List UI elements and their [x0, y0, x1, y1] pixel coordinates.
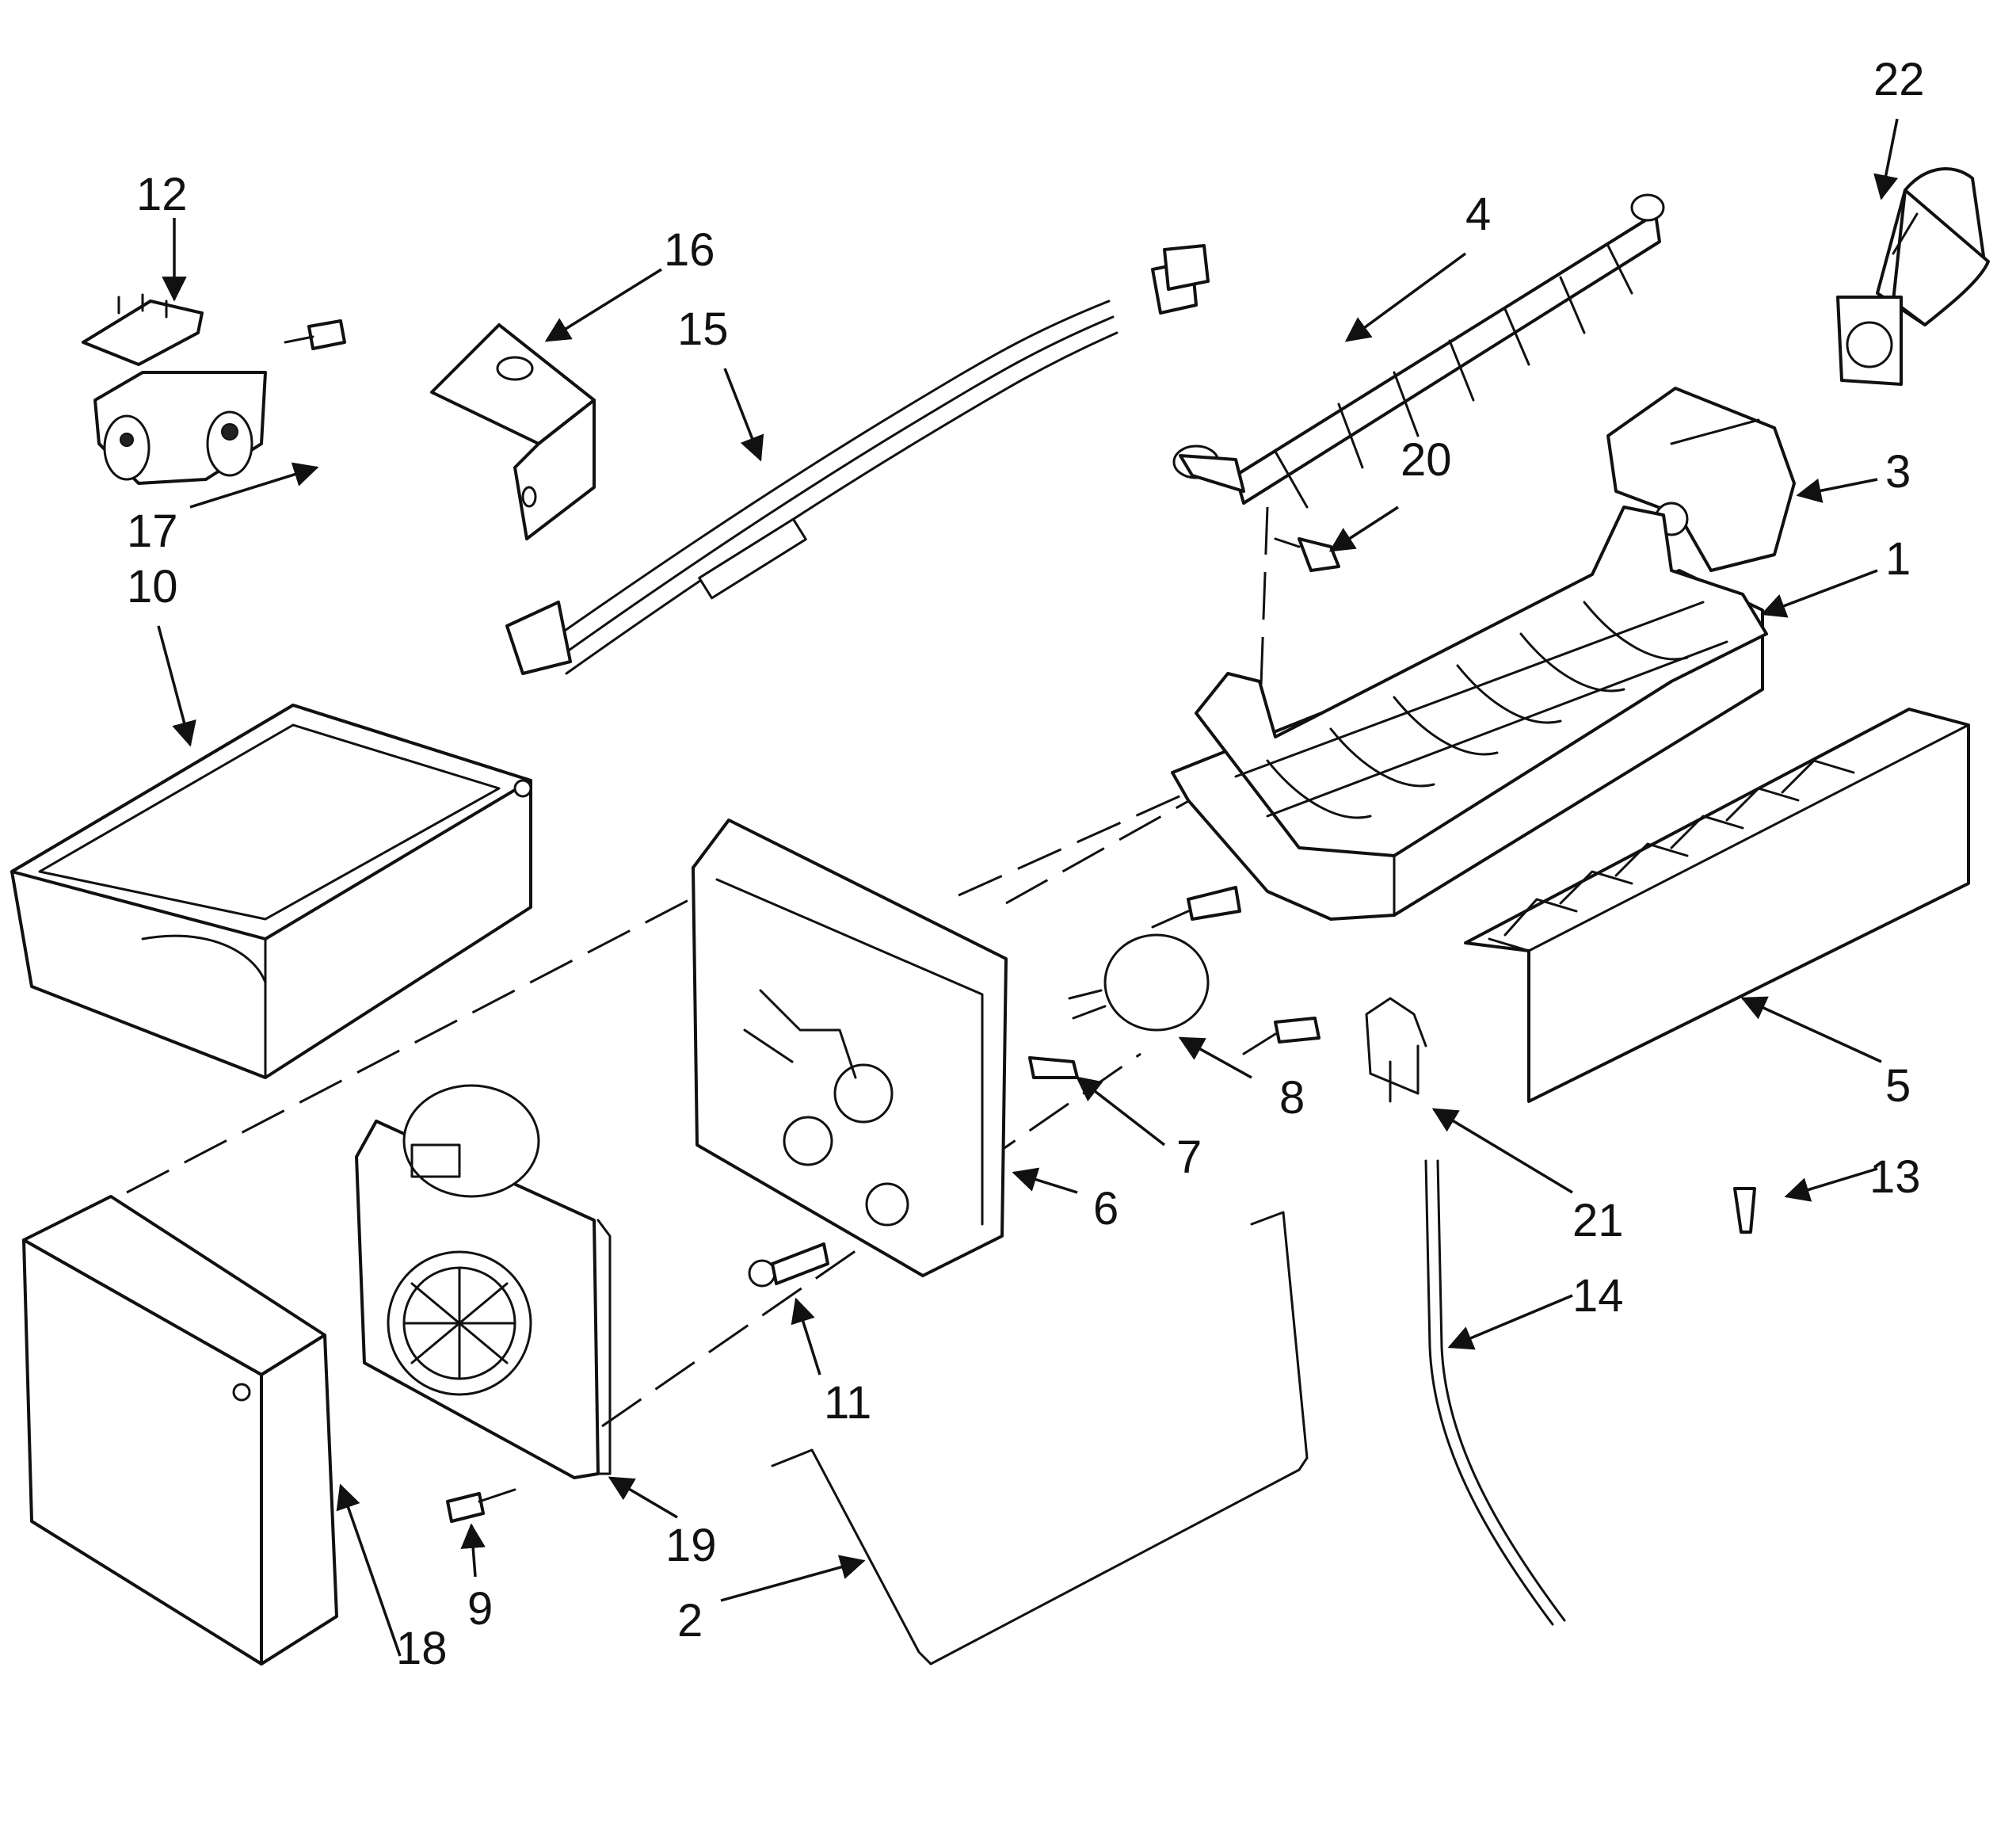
ejector-part-4 — [1172, 193, 1665, 509]
callout-6: 6 — [1093, 1183, 1119, 1234]
screw-part-11 — [748, 1242, 829, 1288]
thermostat-pins — [1151, 886, 1320, 1055]
callout-10: 10 — [127, 561, 178, 612]
callout-22: 22 — [1873, 54, 1925, 105]
front-cover-part-18 — [22, 1195, 338, 1666]
callout-21: 21 — [1572, 1195, 1624, 1246]
cover-part-3 — [1606, 387, 1796, 572]
callout-labels: 12 17 10 16 15 4 22 20 3 1 5 6 7 8 21 13… — [127, 54, 1925, 1674]
module-housing-part-6 — [692, 818, 1008, 1277]
callout-16: 16 — [664, 224, 715, 276]
clip-part-21 — [1365, 997, 1427, 1103]
callout-9: 9 — [467, 1583, 493, 1635]
mold-part-1 — [1171, 506, 1768, 921]
fuse-part-7 — [1028, 1056, 1079, 1079]
callout-13: 13 — [1869, 1151, 1921, 1203]
screw-part-17 — [284, 319, 346, 350]
valve-assembly-part-12 — [82, 293, 267, 485]
wire-harness-part-15 — [505, 244, 1210, 675]
callout-14: 14 — [1572, 1270, 1624, 1322]
callout-8: 8 — [1279, 1072, 1305, 1124]
ice-bin-part-10 — [10, 704, 532, 1079]
callout-3: 3 — [1885, 446, 1911, 498]
bracket-part-16 — [430, 323, 596, 540]
callout-18: 18 — [396, 1623, 448, 1674]
control-board-part-19 — [355, 1084, 612, 1479]
callout-7: 7 — [1176, 1131, 1202, 1183]
callout-19: 19 — [665, 1520, 717, 1571]
callout-12: 12 — [136, 169, 188, 220]
motor-part-8 — [1068, 933, 1210, 1032]
callout-15: 15 — [677, 303, 729, 355]
callout-4: 4 — [1465, 189, 1491, 240]
fill-tube-part-14 — [1424, 1159, 1566, 1626]
callout-2: 2 — [677, 1595, 703, 1646]
shutoff-arm-part-22 — [1836, 167, 1990, 386]
screw-part-20 — [1274, 537, 1340, 572]
callout-20: 20 — [1401, 434, 1452, 486]
callout-5: 5 — [1885, 1060, 1911, 1112]
ejector-housing-part-5 — [1464, 708, 1970, 1103]
callout-1: 1 — [1885, 533, 1911, 585]
wire-arm-part-2 — [771, 1211, 1309, 1666]
callout-17: 17 — [127, 506, 178, 557]
callout-11: 11 — [824, 1377, 871, 1429]
screw-part-9 — [446, 1488, 516, 1523]
plug-part-13 — [1733, 1187, 1756, 1234]
leader-lines — [157, 118, 1899, 1657]
